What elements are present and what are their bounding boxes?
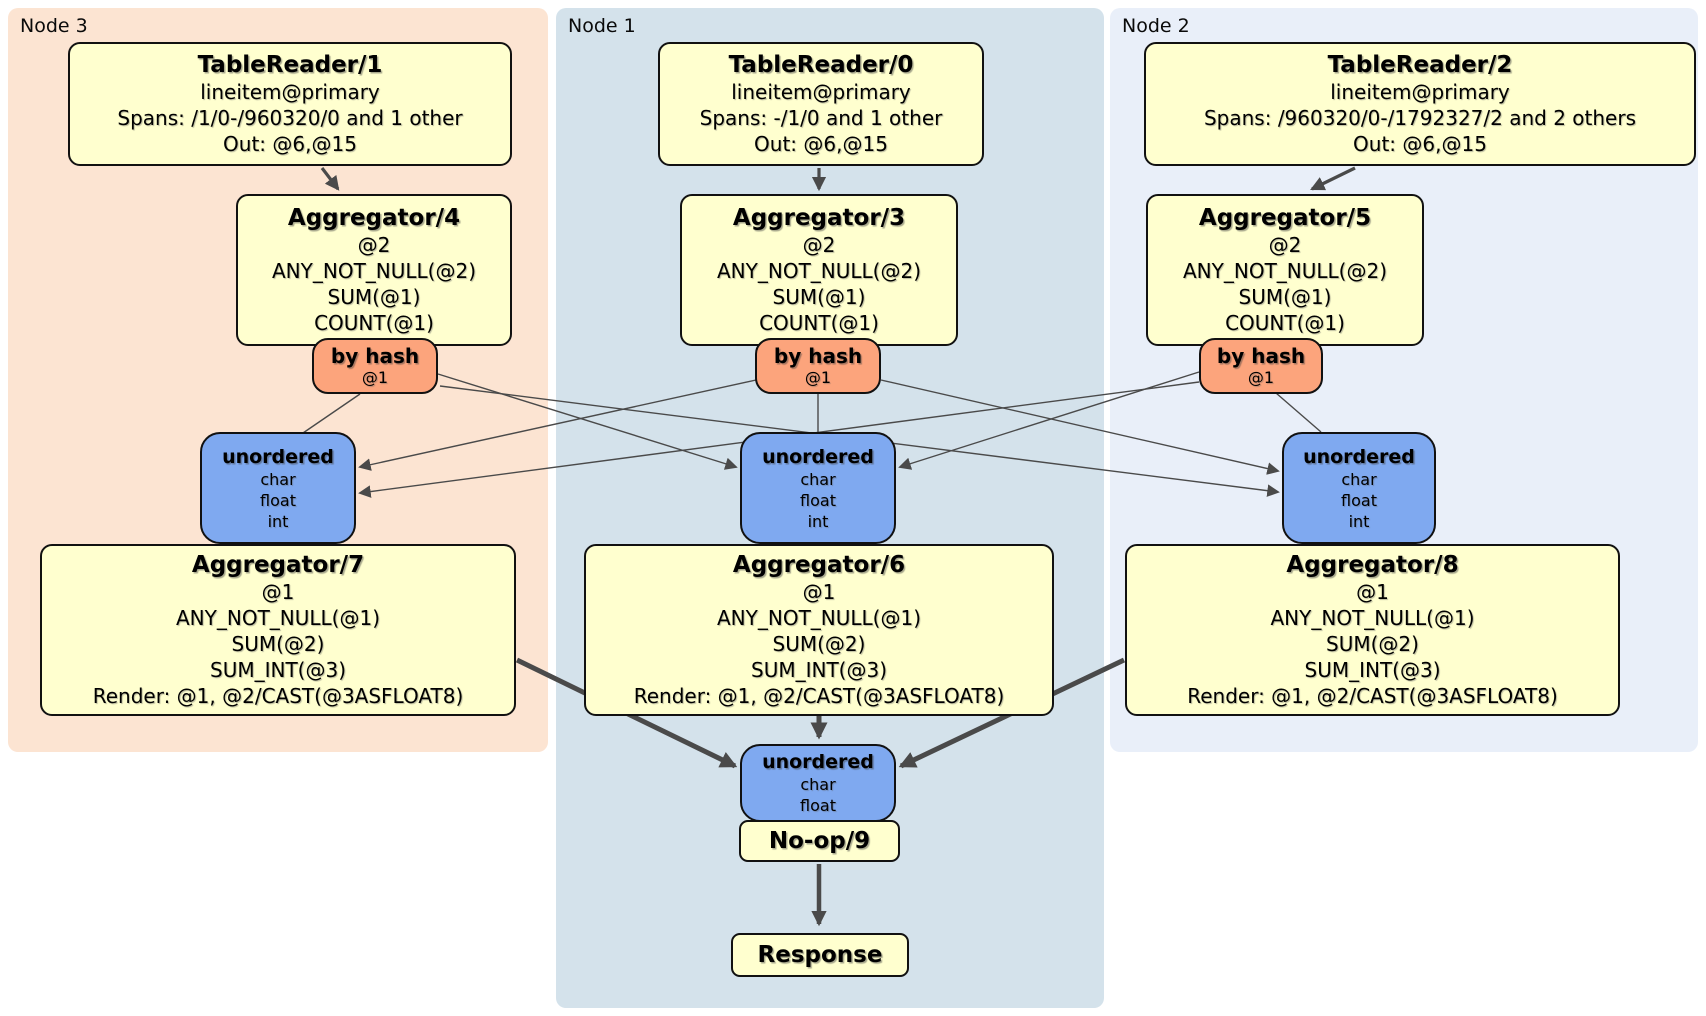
tablereader-2-spans: Spans: /960320/0-/1792327/2 and 2 others: [1203, 106, 1636, 130]
unordered-sync-node2: unordered char float int: [1282, 432, 1436, 544]
aggregator-8-box: Aggregator/8 @1 ANY_NOT_NULL(@1) SUM(@2)…: [1125, 544, 1620, 716]
response-box: Response: [731, 933, 909, 977]
edge-byhash3-sync1: [437, 373, 738, 470]
tablereader-0-title: TableReader/0: [728, 52, 914, 78]
node3-label: Node 3: [20, 15, 88, 37]
tablereader-0-out: Out: @6,@15: [754, 132, 888, 156]
tablereader-1-title: TableReader/1: [197, 52, 383, 78]
aggregator-3-box: Aggregator/3 @2 ANY_NOT_NULL(@2) SUM(@1)…: [680, 194, 958, 346]
tablereader-2-out: Out: @6,@15: [1353, 132, 1487, 156]
aggregator-3-title: Aggregator/3: [732, 205, 906, 231]
unordered-sync-node1: unordered char float int: [740, 432, 896, 544]
tablereader-0-index: lineitem@primary: [731, 80, 911, 104]
unordered-sync-node3: unordered char float int: [200, 432, 356, 544]
tablereader-1-out: Out: @6,@15: [223, 132, 357, 156]
tablereader-1-spans: Spans: /1/0-/960320/0 and 1 other: [117, 106, 463, 130]
byhash-router-node1: by hash @1: [755, 338, 881, 394]
unordered-sync-final: unordered char float: [740, 744, 896, 822]
tablereader-1-index: lineitem@primary: [200, 80, 380, 104]
noop-9-box: No-op/9: [739, 820, 900, 862]
edge-byhash2-sync1: [898, 371, 1200, 470]
aggregator-6-box: Aggregator/6 @1 ANY_NOT_NULL(@1) SUM(@2)…: [584, 544, 1054, 716]
aggregator-4-title: Aggregator/4: [287, 205, 461, 231]
edge-byhash2-sync2: [1275, 392, 1322, 433]
byhash-router-node2: by hash @1: [1199, 338, 1323, 394]
aggregator-8-title: Aggregator/8: [1286, 552, 1459, 578]
edge-tr1-agg4: [320, 167, 340, 191]
node1-label: Node 1: [568, 15, 636, 37]
aggregator-6-title: Aggregator/6: [732, 552, 906, 578]
tablereader-2-index: lineitem@primary: [1330, 80, 1510, 104]
edge-byhash3-sync3: [302, 393, 361, 434]
noop-9-title: No-op/9: [768, 828, 871, 854]
aggregator-7-box: Aggregator/7 @1 ANY_NOT_NULL(@1) SUM(@2)…: [40, 544, 516, 716]
tablereader-0-box: TableReader/0 lineitem@primary Spans: -/…: [658, 42, 984, 166]
aggregator-5-box: Aggregator/5 @2 ANY_NOT_NULL(@2) SUM(@1)…: [1146, 194, 1424, 346]
response-title: Response: [757, 942, 883, 968]
edge-byhash1-sync2: [880, 379, 1280, 475]
byhash-router-node3: by hash @1: [312, 338, 438, 394]
aggregator-4-box: Aggregator/4 @2 ANY_NOT_NULL(@2) SUM(@1)…: [236, 194, 512, 346]
edge-tr2-agg5: [1310, 166, 1356, 191]
tablereader-1-box: TableReader/1 lineitem@primary Spans: /1…: [68, 42, 512, 166]
tablereader-2-box: TableReader/2 lineitem@primary Spans: /9…: [1144, 42, 1696, 166]
edge-byhash1-sync3: [358, 379, 757, 471]
tablereader-0-spans: Spans: -/1/0 and 1 other: [699, 106, 943, 130]
node2-label: Node 2: [1122, 15, 1190, 37]
tablereader-2-title: TableReader/2: [1327, 52, 1513, 78]
aggregator-5-title: Aggregator/5: [1198, 205, 1372, 231]
aggregator-7-title: Aggregator/7: [191, 552, 365, 578]
